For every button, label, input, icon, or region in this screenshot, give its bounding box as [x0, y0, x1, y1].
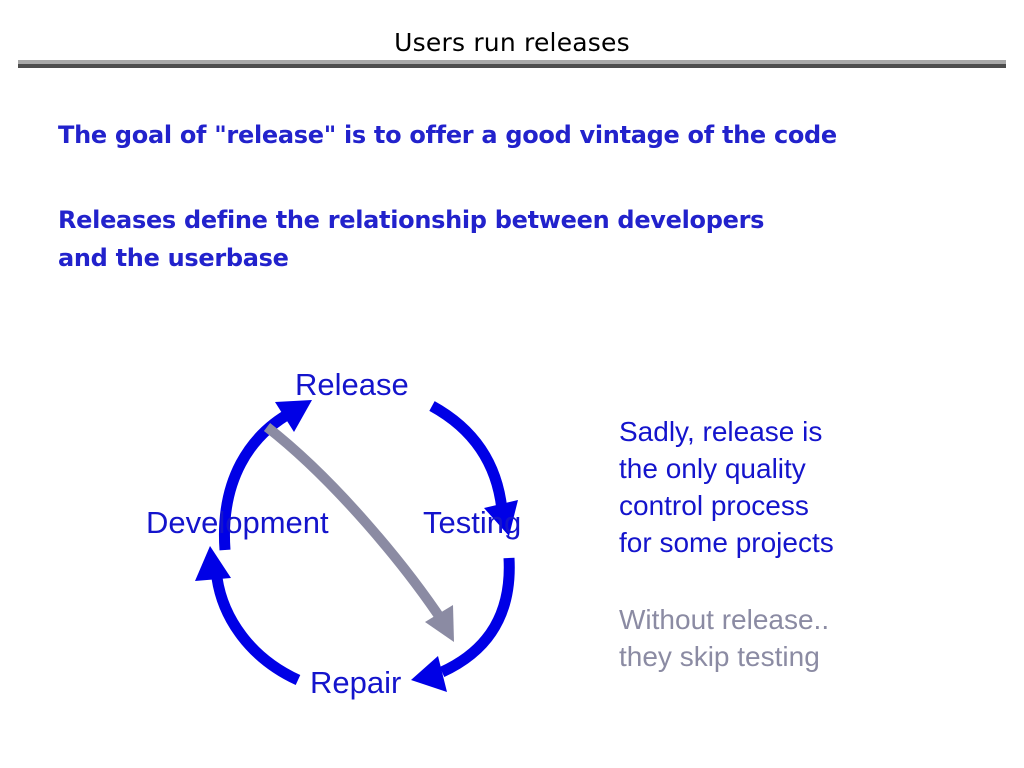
- cycle-node-development: Development: [146, 505, 329, 540]
- arrow-release-to-repair-shortcut: [263, 423, 454, 642]
- cycle-node-testing: Testing: [423, 505, 522, 540]
- note-quality-control: Sadly, release is the only quality contr…: [619, 416, 834, 558]
- arrow-release-to-testing: [429, 401, 518, 536]
- bullet-text-goal: The goal of "release" is to offer a good…: [58, 121, 837, 149]
- arrow-development-to-release: [218, 400, 312, 551]
- arrow-testing-to-repair: [411, 557, 515, 692]
- note-skip-testing: Without release.. they skip testing: [619, 604, 830, 672]
- cycle-node-release: Release: [295, 367, 409, 402]
- arrow-repair-to-development: [195, 546, 301, 685]
- bullet-text-relationship: Releases define the relationship between…: [58, 206, 765, 272]
- divider-light-band: [18, 60, 1006, 64]
- title-divider: [18, 60, 1006, 68]
- release-cycle-diagram: Release Testing Repair Development: [120, 350, 580, 730]
- cycle-node-repair: Repair: [310, 665, 402, 700]
- cycle-arrows-graphic: [195, 400, 518, 692]
- page-title: Users run releases: [394, 28, 630, 57]
- divider-dark-band: [18, 64, 1006, 68]
